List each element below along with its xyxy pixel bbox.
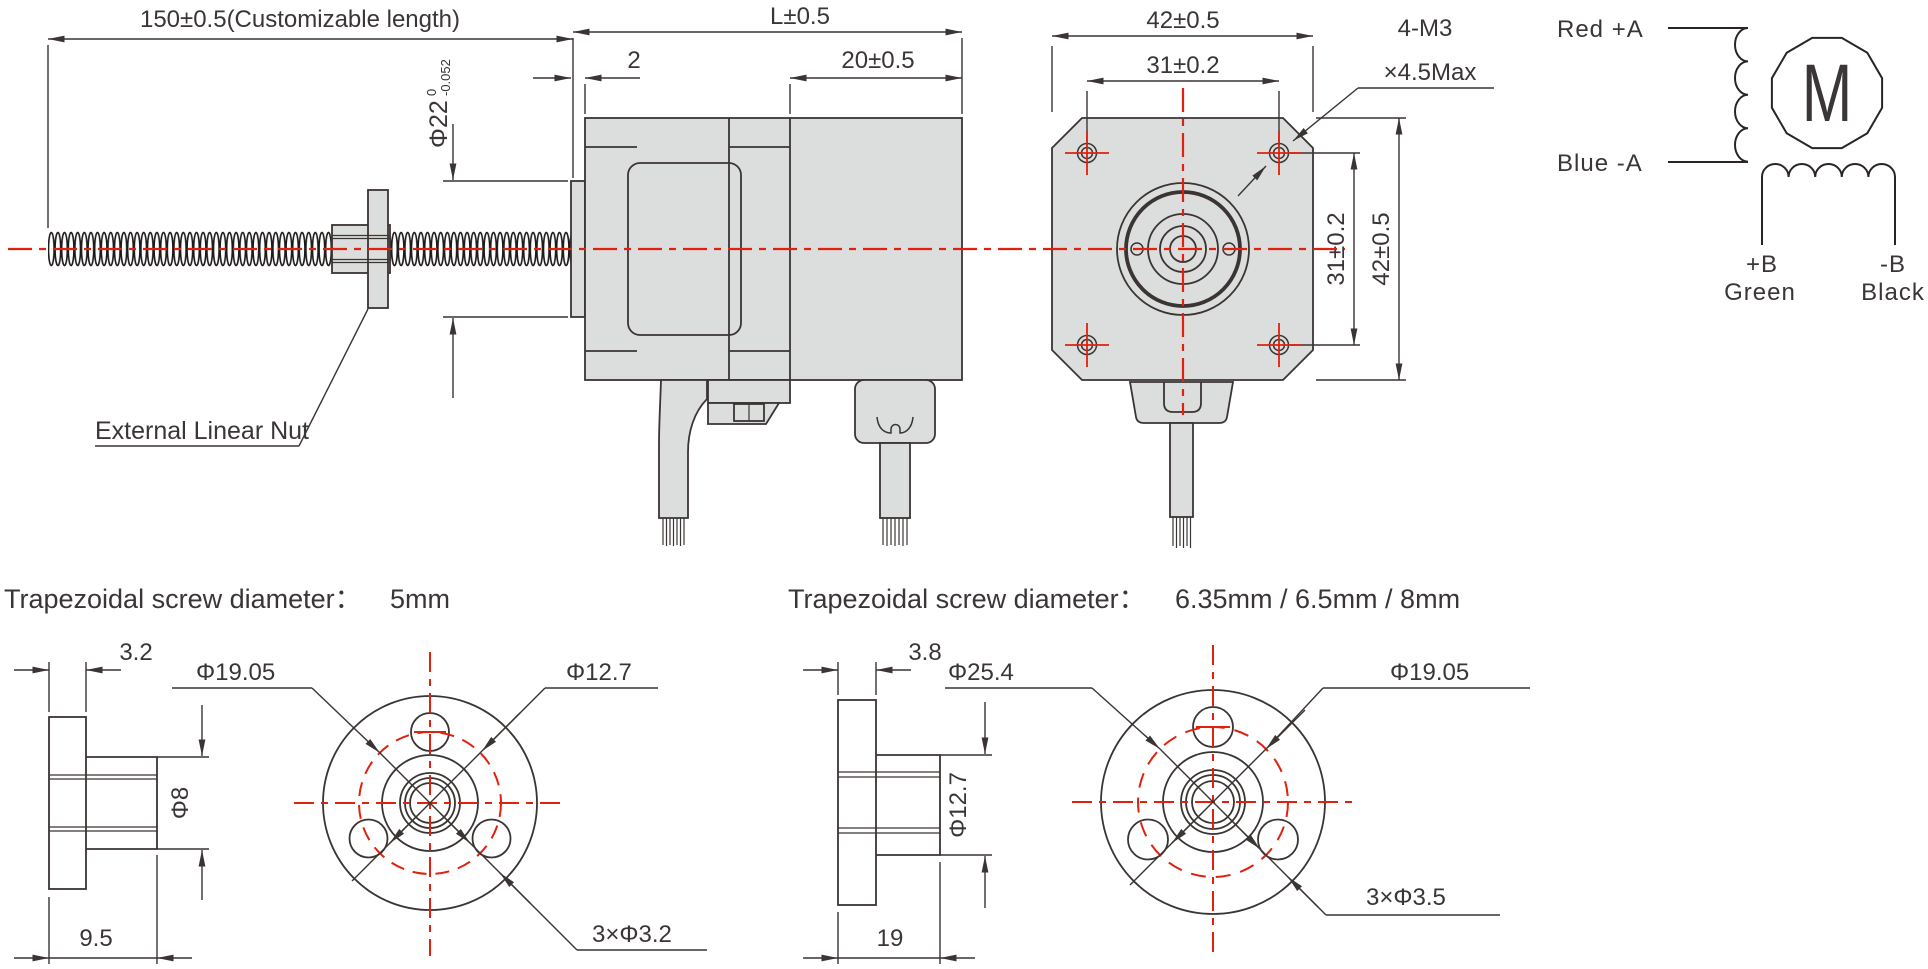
connector-center xyxy=(707,379,791,425)
nut-5mm-section: Trapezoidal screw diameter： 5mm xyxy=(4,584,707,964)
nutL-dim-bcd: Φ25.4 xyxy=(948,659,1014,686)
nut5-dim-bcd: Φ19.05 xyxy=(196,659,275,686)
nut5-dimensions xyxy=(14,662,707,964)
label-phase-b-pos: +B xyxy=(1746,251,1778,278)
dim-shaft-tol-upper: 0 xyxy=(424,89,439,96)
dim-shaft-dia: Φ22 xyxy=(425,100,453,148)
nut5-dim-hub: Φ8 xyxy=(167,787,194,820)
centerlines-top xyxy=(8,88,1345,415)
nutL-dim-boss: Φ19.05 xyxy=(1390,659,1469,686)
nut5-title-value: 5mm xyxy=(390,584,450,614)
coil-phase-b xyxy=(1761,163,1896,178)
nutL-title-label: Trapezoidal screw diameter： xyxy=(788,584,1146,614)
nutL-dim-holes: 3×Φ3.5 xyxy=(1366,884,1446,911)
motor-circle xyxy=(1770,36,1884,150)
nutL-dim-length: 19 xyxy=(877,925,904,952)
motor-symbol: M xyxy=(1802,48,1853,139)
front-view: 42±0.5 31±0.2 4-M3 ×4.5Max 31±0.2 42±0.5 xyxy=(1051,7,1494,548)
dim-screw-length: 150±0.5(Customizable length) xyxy=(140,6,460,33)
label-phase-b-pos-color: Green xyxy=(1724,279,1796,306)
note-screws-line2: ×4.5Max xyxy=(1384,59,1477,86)
nut-large-section: Trapezoidal screw diameter： 6.35mm / 6.5… xyxy=(788,584,1530,964)
dim-rear-section: 20±0.5 xyxy=(841,47,914,74)
wiring-diagram: Red +A Blue -A M +B -B Green Black xyxy=(1557,16,1925,306)
front-dimensions xyxy=(1051,32,1494,381)
side-dimensions xyxy=(47,28,963,447)
label-phase-a-neg: Blue -A xyxy=(1557,150,1643,177)
nut5-dim-length: 9.5 xyxy=(79,925,112,952)
dim-boss: 2 xyxy=(627,47,640,74)
nut5-dim-boss: Φ12.7 xyxy=(566,659,632,686)
dim-face-width: 42±0.5 xyxy=(1146,7,1219,34)
nutL-side-profile xyxy=(837,699,941,906)
dim-hole-spacing-h: 31±0.2 xyxy=(1146,52,1219,79)
label-phase-a-pos: Red +A xyxy=(1557,16,1644,43)
nut5-dim-flange: 3.2 xyxy=(119,639,152,666)
cable-front xyxy=(1128,381,1235,548)
nut5-side-profile xyxy=(48,716,158,890)
nutL-dim-flange: 3.8 xyxy=(908,639,941,666)
dim-body-length: L±0.5 xyxy=(770,3,830,30)
dim-shaft-tol-lower: -0.052 xyxy=(438,59,453,96)
dim-face-height: 42±0.5 xyxy=(1368,212,1395,285)
label-phase-b-neg: -B xyxy=(1880,251,1906,278)
nutL-title-value: 6.35mm / 6.5mm / 8mm xyxy=(1175,584,1460,614)
note-screws-line1: 4-M3 xyxy=(1398,15,1453,42)
connector-right xyxy=(854,379,936,546)
coil-phase-a xyxy=(1734,27,1749,163)
nutL-dim-hub: Φ12.7 xyxy=(945,772,972,838)
nutL-dimensions xyxy=(803,662,1530,964)
nut5-dim-holes: 3×Φ3.2 xyxy=(592,921,672,948)
label-external-linear-nut: External Linear Nut xyxy=(95,417,309,445)
label-phase-b-neg-color: Black xyxy=(1861,279,1925,306)
nut5-title-label: Trapezoidal screw diameter： xyxy=(4,584,362,614)
side-view: 150±0.5(Customizable length) L±0.5 2 20±… xyxy=(47,3,963,546)
cable-left xyxy=(658,379,708,546)
